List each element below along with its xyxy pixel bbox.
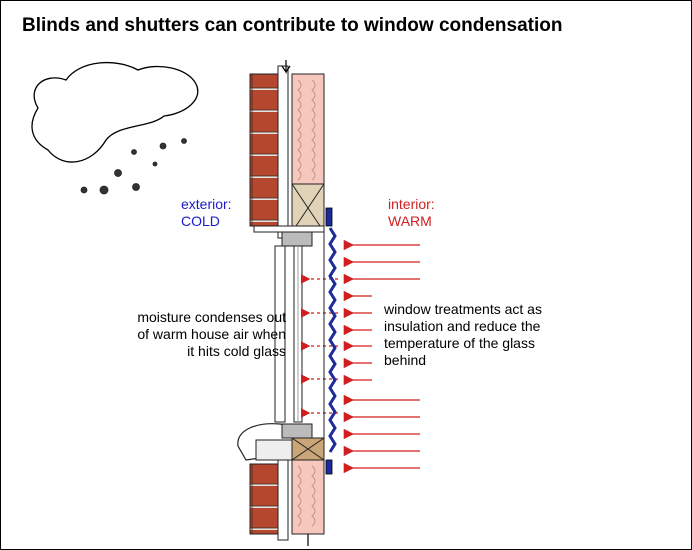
snowflake-icons	[80, 138, 187, 195]
lower-brick-wall	[249, 459, 289, 541]
condensation-note: moisture condenses out of warm house air…	[120, 309, 286, 360]
window-sill	[237, 423, 325, 461]
treatment-note-line: window treatments act as	[384, 301, 542, 317]
exterior-label-line1: exterior:	[181, 196, 232, 212]
section-break-marks	[281, 60, 309, 546]
interior-label-line1: interior:	[388, 196, 435, 212]
lower-insulation	[291, 459, 325, 535]
condensation-note-line: moisture condenses out	[137, 309, 286, 325]
interior-label-line2: WARM	[388, 213, 432, 229]
upper-brick-wall	[249, 65, 289, 239]
exterior-label-line2: COLD	[181, 213, 220, 229]
treatment-note: window treatments act as insulation and …	[384, 301, 584, 369]
treatment-note-line: behind	[384, 352, 427, 368]
condensation-note-line: of warm house air when	[137, 326, 286, 342]
treatment-note-line: insulation and reduce the	[384, 318, 541, 334]
treatment-note-line: temperature of the glass	[384, 335, 535, 351]
cold-cloud-icon	[31, 61, 199, 163]
window-glass	[274, 245, 303, 423]
interior-label: interior: WARM	[388, 196, 435, 230]
condensation-note-line: it hits cold glass	[187, 343, 286, 359]
upper-insulation	[291, 73, 325, 185]
exterior-label: exterior: COLD	[181, 196, 232, 230]
warm-air-arrows	[343, 239, 420, 474]
upper-lintel-framing	[253, 183, 325, 247]
diagram-title: Blinds and shutters can contribute to wi…	[22, 15, 563, 36]
window-blind	[325, 207, 337, 475]
